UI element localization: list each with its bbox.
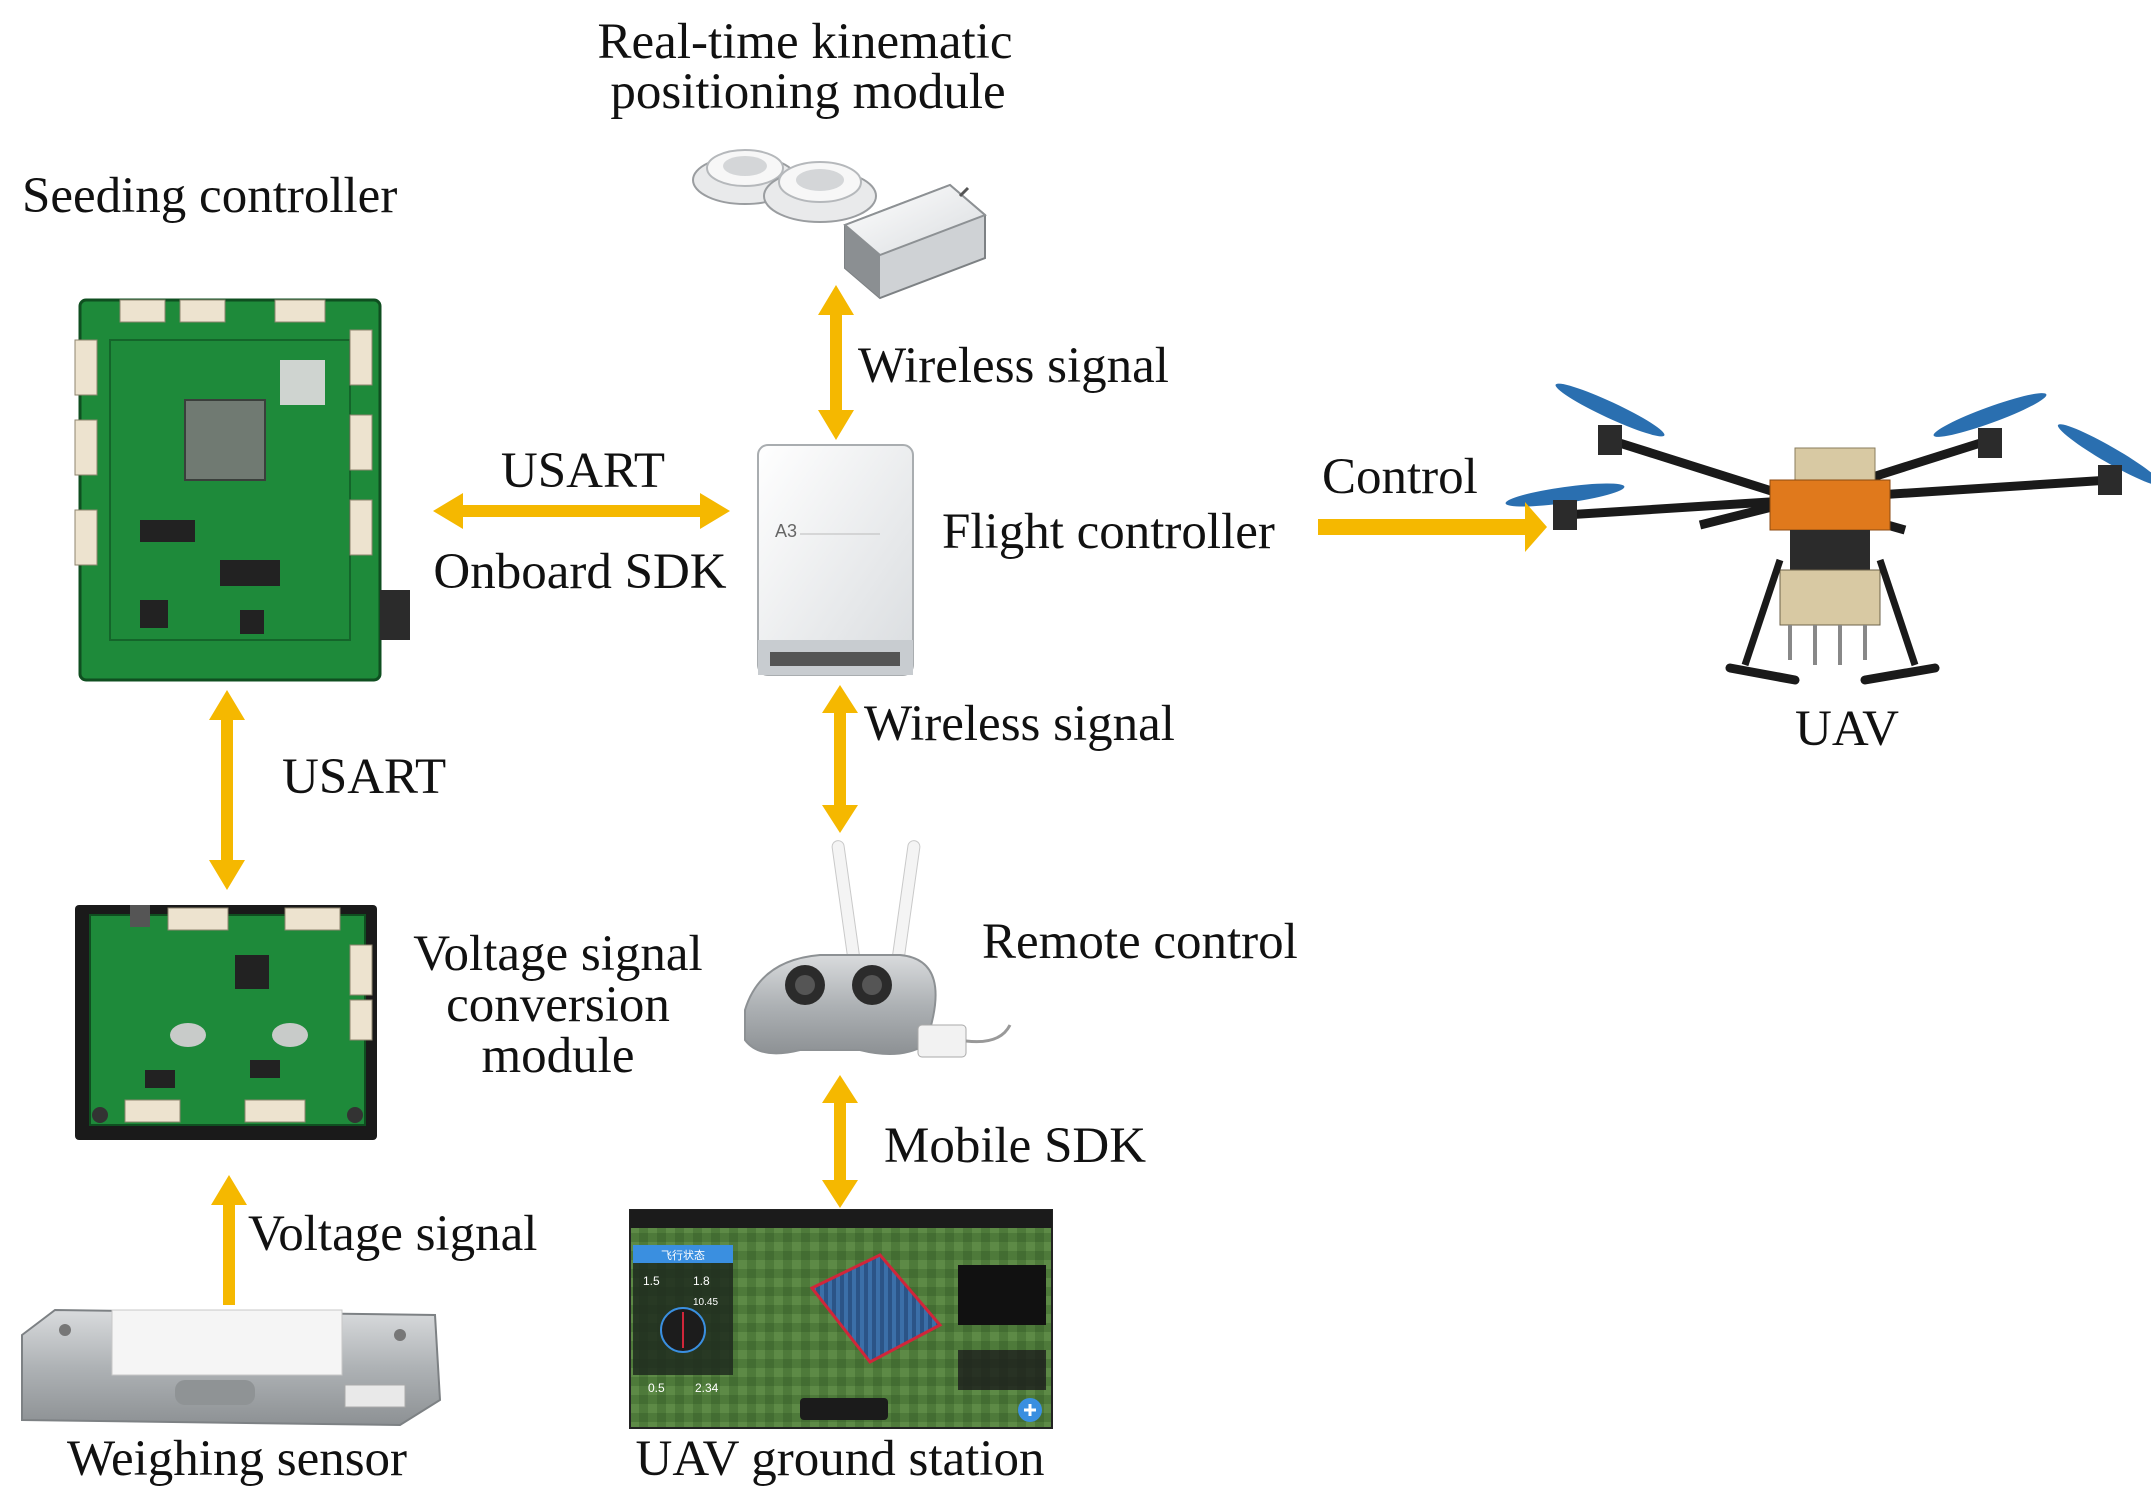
gs-distance-value: 10.45 bbox=[693, 1297, 718, 1308]
gnss-antenna-icon bbox=[763, 161, 877, 223]
gnss-antenna-icon bbox=[692, 149, 798, 205]
control-label: Control bbox=[1322, 449, 1478, 505]
rtk-label-line2: positioning module bbox=[610, 64, 1005, 120]
gs-value-b: 2.34 bbox=[695, 1381, 719, 1395]
arrow-flight-controller-uav bbox=[1318, 502, 1547, 552]
uav-label: UAV bbox=[1795, 701, 1899, 757]
voltage-module-label-line3: module bbox=[482, 1028, 635, 1084]
weighing-sensor: Weighing sensor bbox=[21, 1308, 442, 1487]
gs-panel-title: 飞行状态 bbox=[661, 1248, 705, 1262]
weighing-sensor-label: Weighing sensor bbox=[67, 1431, 407, 1487]
ground-station-label: UAV ground station bbox=[636, 1431, 1045, 1487]
voltage-conversion-module: Voltage signal conversion module bbox=[75, 905, 703, 1140]
arrow-seeding-voltage-module bbox=[209, 690, 245, 890]
flight-controller-box-icon: A3 bbox=[757, 444, 914, 676]
remote-control: Remote control bbox=[744, 840, 1298, 1058]
ground-station-screen-icon: 飞行状态 1.5 1.8 10.45 0.5 2.34 bbox=[629, 1209, 1053, 1429]
remote-control-label: Remote control bbox=[982, 914, 1298, 970]
arrow-remote-ground-station bbox=[822, 1075, 858, 1208]
arrow-flight-controller-remote bbox=[822, 685, 858, 833]
usart-left-label: USART bbox=[282, 749, 446, 805]
uav-drone-icon bbox=[1505, 383, 2151, 685]
onboard-sdk-label: Onboard SDK bbox=[433, 544, 726, 600]
wireless-signal-bottom-label: Wireless signal bbox=[864, 696, 1175, 752]
flight-controller-label: Flight controller bbox=[942, 504, 1275, 560]
voltage-conversion-board-icon bbox=[75, 905, 377, 1140]
usart-top-label: USART bbox=[501, 443, 665, 499]
load-cell-icon bbox=[21, 1308, 442, 1427]
gs-height-value: 1.5 bbox=[643, 1274, 660, 1288]
seeding-controller-label: Seeding controller bbox=[22, 168, 397, 224]
arrow-seeding-flight-controller bbox=[433, 493, 730, 529]
arrow-weighing-sensor-voltage-module bbox=[211, 1175, 247, 1305]
flight-controller: A3 Flight controller bbox=[757, 444, 1275, 676]
voltage-signal-label: Voltage signal bbox=[248, 1206, 537, 1262]
arrow-rtk-flight-controller bbox=[818, 285, 854, 440]
mobile-sdk-label: Mobile SDK bbox=[884, 1118, 1146, 1174]
flight-controller-model-mark: A3 bbox=[775, 521, 797, 541]
gs-value-a: 0.5 bbox=[648, 1381, 665, 1395]
wireless-signal-top-label: Wireless signal bbox=[858, 338, 1169, 394]
uav: UAV bbox=[1505, 383, 2151, 757]
seeding-controller: Seeding controller bbox=[22, 168, 410, 682]
rtk-module: Real-time kinematic positioning module bbox=[598, 14, 1013, 300]
seeding-controller-board-icon bbox=[74, 298, 410, 682]
remote-controller-icon bbox=[744, 840, 1012, 1058]
rtk-receiver-icon bbox=[843, 183, 987, 300]
ground-station: 飞行状态 1.5 1.8 10.45 0.5 2.34 UAV ground s… bbox=[629, 1209, 1053, 1487]
voltage-module-label-line2: conversion bbox=[446, 977, 670, 1033]
rtk-label-line1: Real-time kinematic bbox=[598, 14, 1013, 70]
voltage-module-label-line1: Voltage signal bbox=[413, 926, 702, 982]
gs-speed-value: 1.8 bbox=[693, 1274, 710, 1288]
